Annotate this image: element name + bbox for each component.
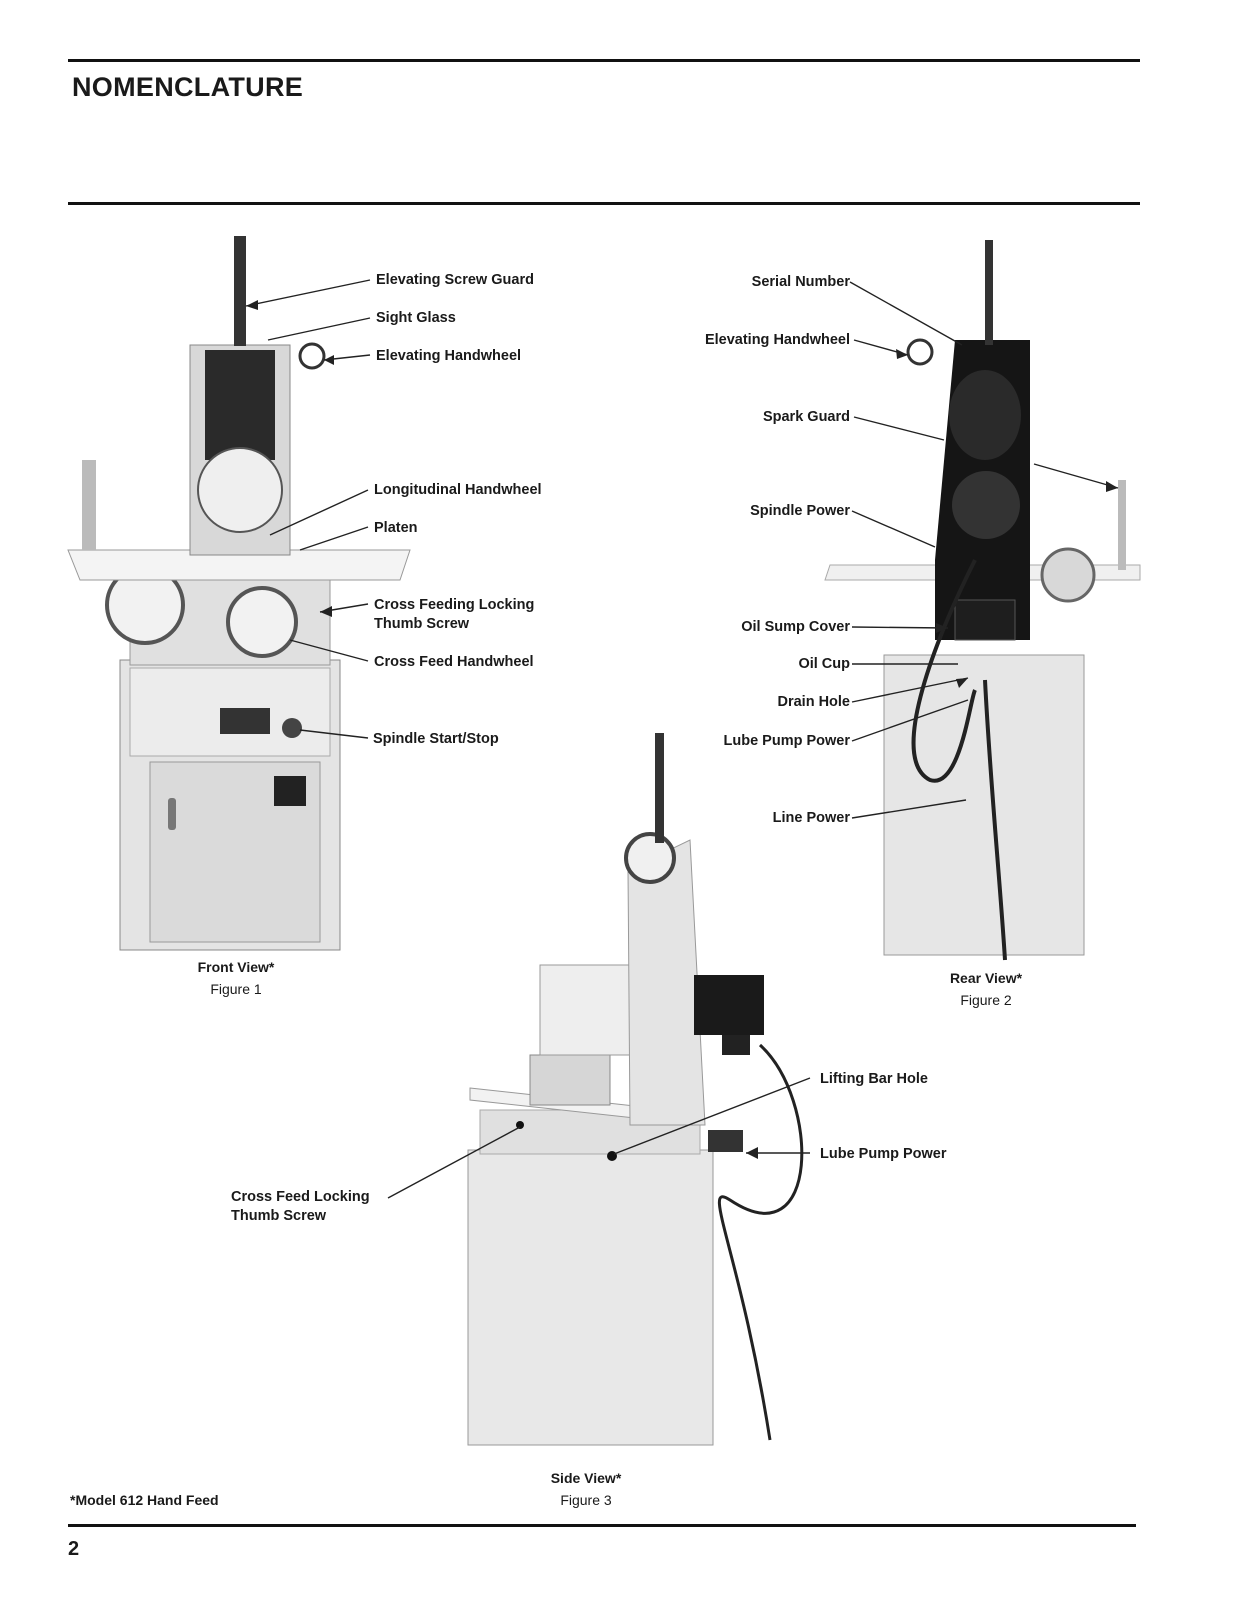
label-elevating-screw-guard: Elevating Screw Guard (376, 272, 534, 288)
leader-arrowheads (246, 300, 1118, 1159)
page-title: NOMENCLATURE (72, 72, 304, 102)
front-view-title: Front View* (197, 959, 275, 975)
label-cross-feed-locking-line2: Thumb Screw (231, 1208, 327, 1224)
model-footnote: *Model 612 Hand Feed (70, 1492, 219, 1508)
label-elevating-handwheel-rear: Elevating Handwheel (704, 332, 850, 348)
front-view-machine (67, 236, 411, 951)
figure-1-label: Figure 1 (210, 981, 262, 997)
page-number: 2 (68, 1538, 80, 1560)
label-spark-guard: Spark Guard (762, 409, 850, 425)
label-drain-hole: Drain Hole (777, 694, 850, 710)
label-serial-number: Serial Number (751, 274, 850, 290)
top-rule (68, 59, 1140, 62)
label-cross-feed-locking-line1: Cross Feed Locking (231, 1189, 370, 1205)
label-cross-feeding-line2: Thumb Screw (374, 616, 470, 632)
rear-view-caption: Rear View* Figure 2 (906, 970, 1066, 1008)
front-view-leaders (245, 279, 371, 739)
bottom-rule (68, 1524, 1136, 1527)
side-view-caption: Side View* Figure 3 (506, 1470, 666, 1508)
label-cross-feeding-locking-thumb-screw: Cross Feeding Locking Thumb Screw (374, 596, 534, 634)
label-spindle-power: Spindle Power (750, 503, 850, 519)
figure-2-label: Figure 2 (960, 992, 1012, 1008)
label-cross-feed-handwheel: Cross Feed Handwheel (374, 654, 534, 670)
label-lifting-bar-hole: Lifting Bar Hole (820, 1071, 928, 1087)
side-view-title: Side View* (550, 1470, 622, 1486)
header-rule (68, 202, 1140, 205)
label-sight-glass: Sight Glass (376, 310, 456, 326)
front-view-caption: Front View* Figure 1 (156, 959, 316, 997)
rear-view-machine (824, 240, 1141, 961)
label-platen: Platen (374, 520, 418, 536)
rear-view-title: Rear View* (949, 970, 1023, 986)
label-elevating-handwheel-front: Elevating Handwheel (376, 348, 522, 364)
figure-3-label: Figure 3 (560, 1492, 612, 1508)
label-cross-feed-locking-thumb-screw: Cross Feed Locking Thumb Screw (231, 1188, 370, 1226)
label-line-power: Line Power (772, 810, 850, 826)
label-cross-feeding-line1: Cross Feeding Locking (374, 597, 535, 613)
label-oil-sump-cover: Oil Sump Cover (741, 619, 850, 635)
side-view-machine (467, 733, 804, 1446)
label-lube-pump-power-side: Lube Pump Power (820, 1146, 947, 1162)
label-lube-pump-power-rear: Lube Pump Power (723, 733, 851, 749)
label-spindle-start-stop: Spindle Start/Stop (373, 731, 499, 747)
label-oil-cup: Oil Cup (798, 656, 850, 672)
rear-view-leaders (849, 281, 1119, 819)
label-longitudinal-handwheel: Longitudinal Handwheel (374, 482, 542, 498)
